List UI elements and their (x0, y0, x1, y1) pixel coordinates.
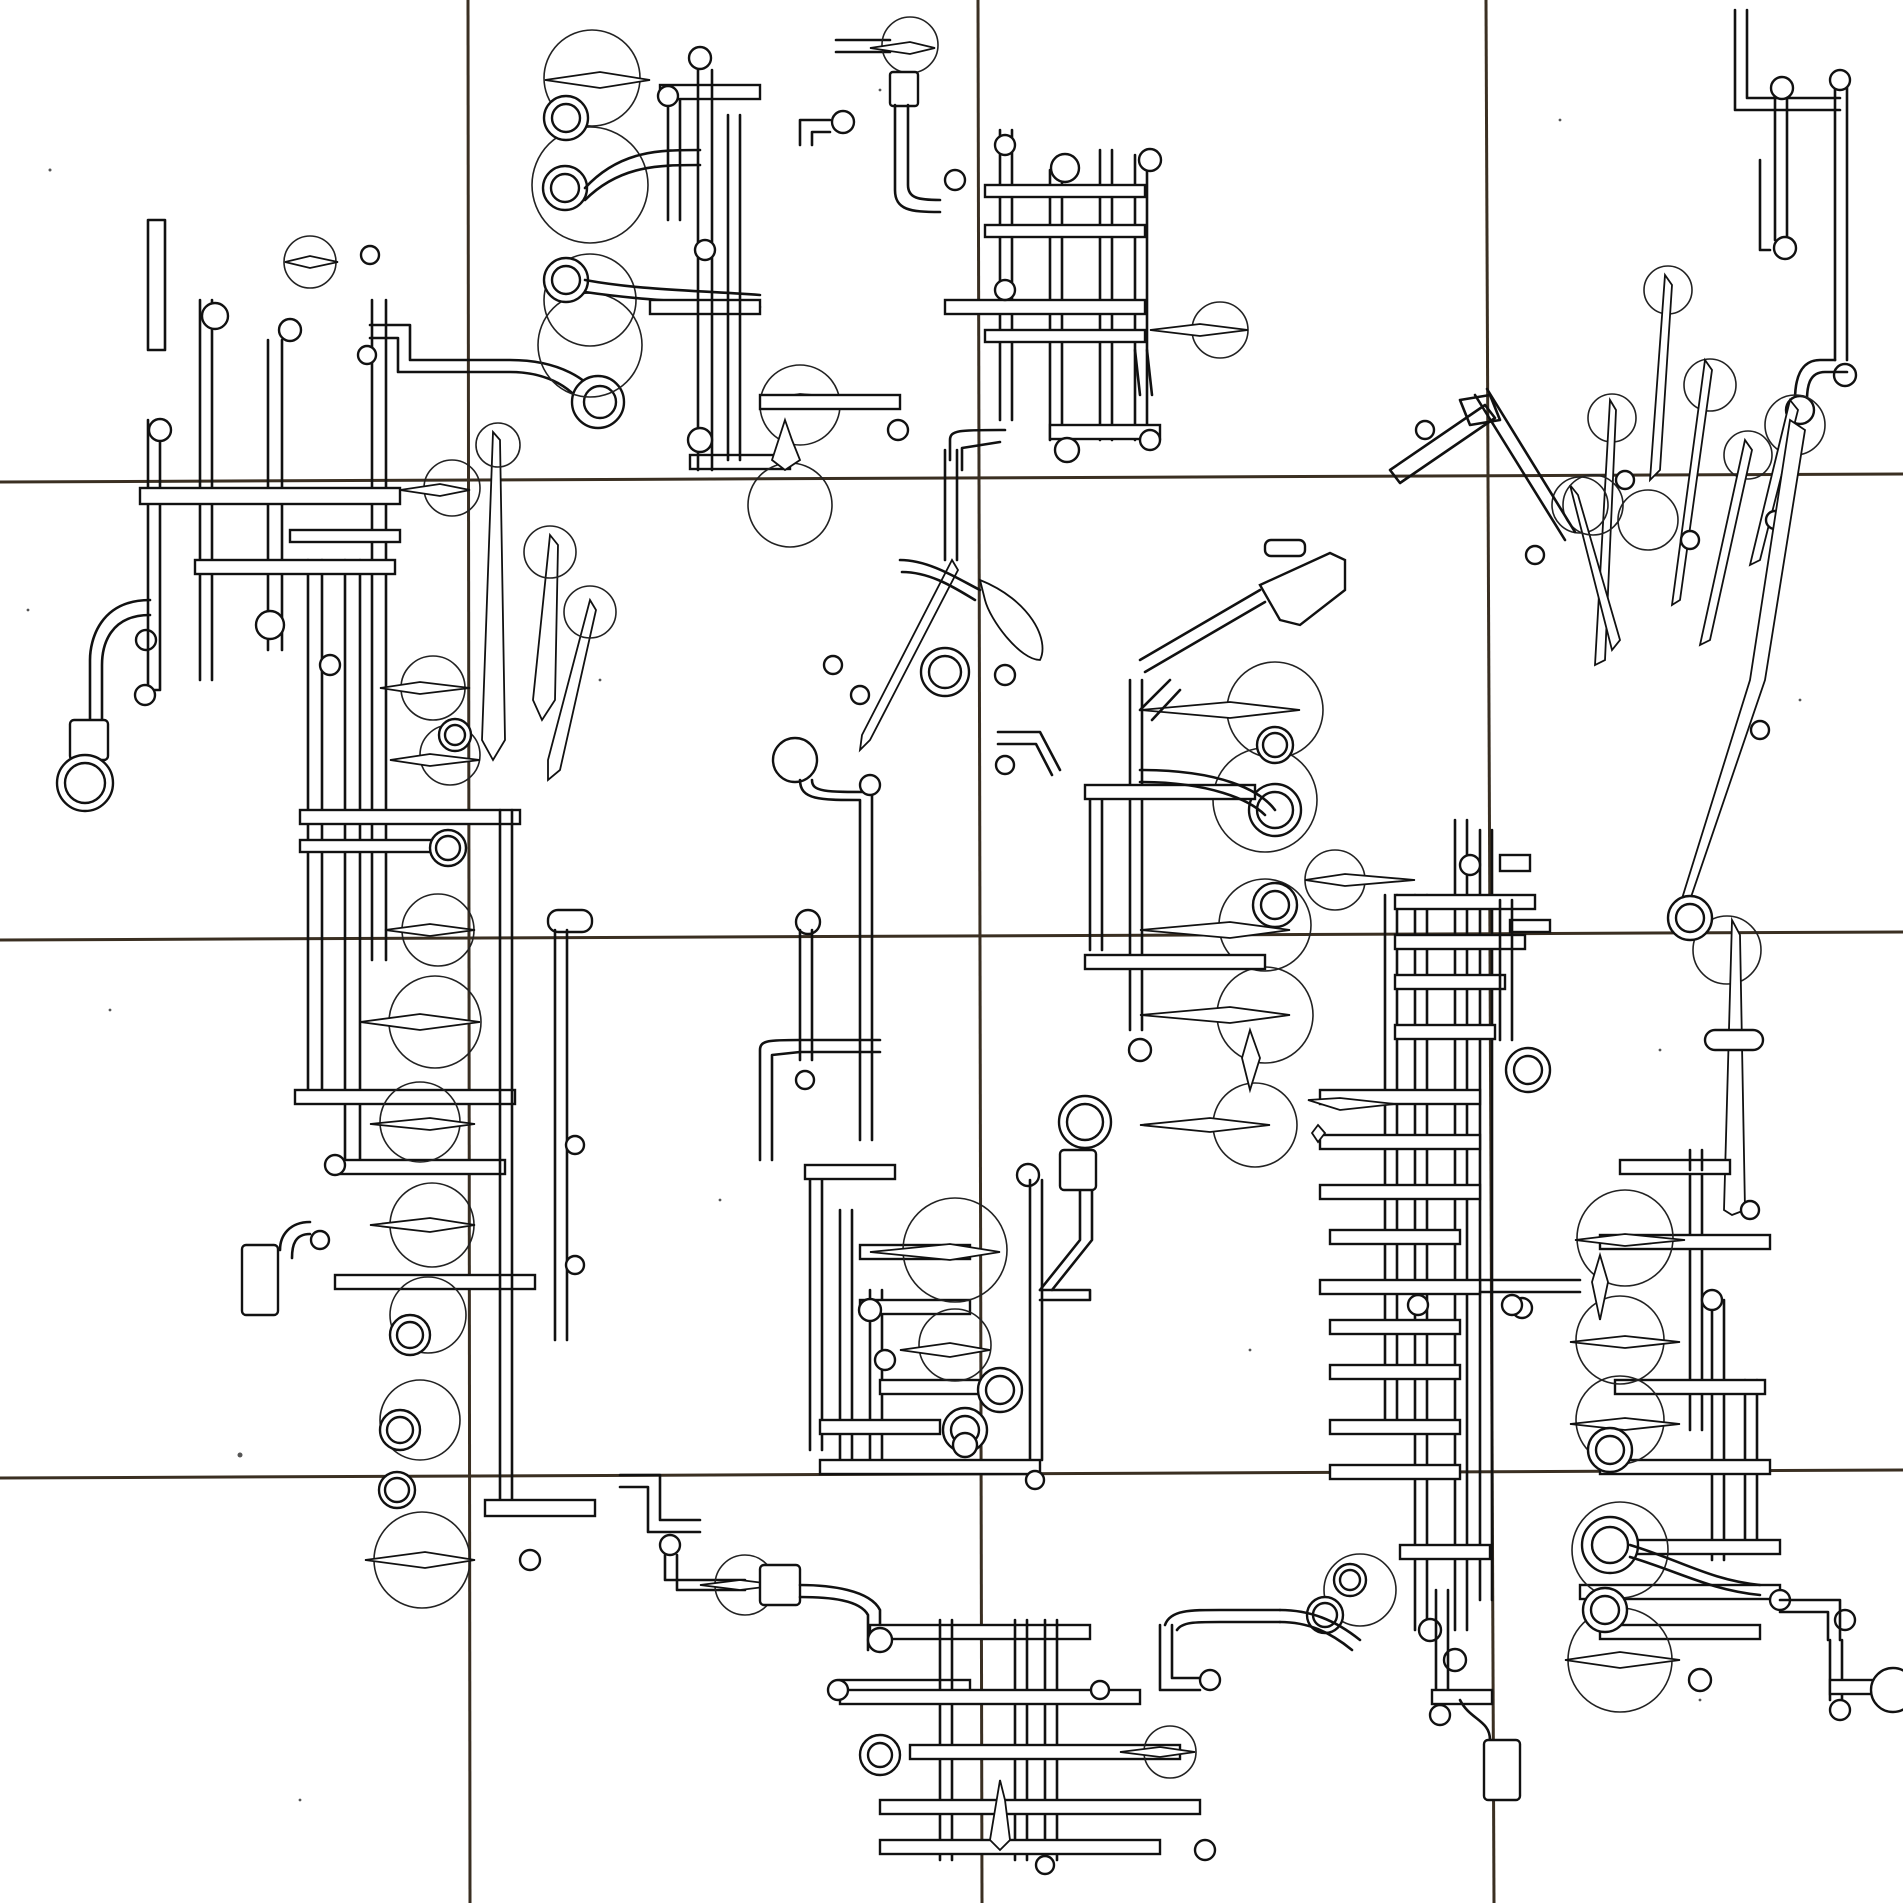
left-crank-arm (88, 598, 152, 727)
lower-middle-cluster (803, 1163, 1046, 1491)
top-middle-cluster (531, 16, 967, 548)
upper-right-cluster (1138, 8, 1858, 1217)
paper-specks (26, 88, 1802, 1852)
right-center-cluster (1304, 818, 1582, 1802)
grid-line-v2 (976, 0, 984, 1903)
knob (134, 628, 158, 652)
left-cluster (55, 218, 626, 1609)
bottom-cluster (618, 1473, 1397, 1876)
left-spatula-neck (68, 718, 110, 762)
spatula-head (240, 1243, 280, 1317)
center-top-cluster (758, 128, 1249, 1162)
spatula-head (1482, 1738, 1522, 1802)
center-cluster (1015, 661, 1324, 1462)
grid-line-v1 (466, 0, 472, 1903)
bar (138, 486, 402, 506)
grid-line-h2 (0, 930, 1903, 942)
lower-right-cluster (1500, 1148, 1903, 1722)
